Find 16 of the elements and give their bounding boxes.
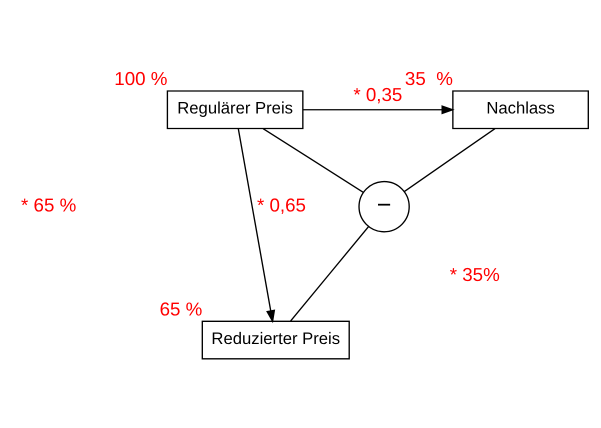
edge-label: * 0,35 bbox=[353, 83, 402, 104]
node-label: 65 % bbox=[160, 298, 202, 319]
label: * 35% bbox=[450, 264, 500, 285]
node-circle: − bbox=[358, 180, 410, 232]
node-label: 35 % bbox=[404, 68, 453, 89]
connector bbox=[404, 128, 496, 192]
connector bbox=[290, 226, 370, 322]
label: * 65 % bbox=[21, 194, 76, 215]
node-box: Reduzierter Preis bbox=[202, 320, 350, 360]
node-label: 100 % bbox=[114, 68, 168, 89]
node-box: Regulärer Preis bbox=[166, 90, 304, 129]
arrow bbox=[303, 104, 455, 114]
arrow bbox=[238, 128, 276, 323]
edge-label: * 0,65 bbox=[256, 194, 306, 215]
node-box: Nachlass bbox=[452, 90, 589, 129]
connector bbox=[262, 128, 364, 193]
